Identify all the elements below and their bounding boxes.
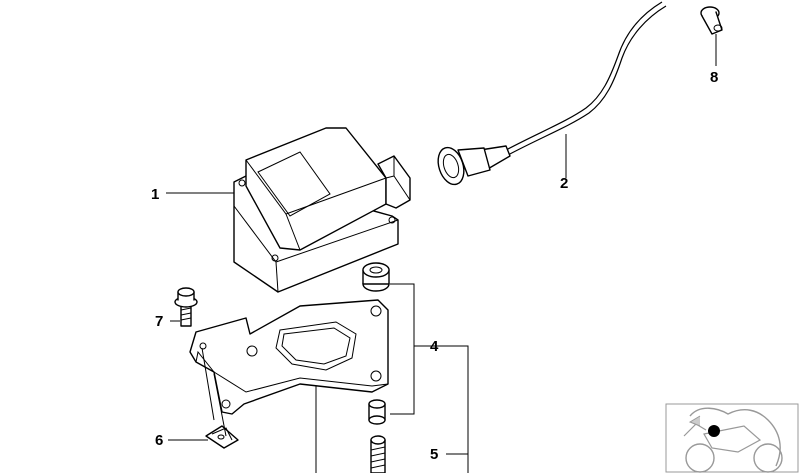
callout-5: 5 [430, 446, 438, 463]
washer-bolt-icon[interactable] [174, 287, 198, 327]
callout-7: 7 [155, 313, 163, 330]
bolt-icon[interactable] [370, 435, 386, 473]
spacer-sleeve-icon[interactable] [368, 399, 386, 425]
rubber-grommet-icon[interactable] [362, 262, 390, 292]
callout-4: 4 [430, 338, 439, 355]
location-marker [708, 425, 720, 437]
control-unit-icon[interactable] [233, 127, 411, 293]
expanding-rivet-icon[interactable] [700, 6, 723, 35]
mounting-bracket-icon[interactable] [189, 299, 389, 415]
callout-6: 6 [155, 432, 163, 449]
leader-lines [166, 34, 717, 473]
callout-1: 1 [151, 186, 159, 203]
callout-8: 8 [710, 69, 718, 86]
callout-2: 2 [560, 175, 568, 192]
motorcycle-thumbnail-icon[interactable] [665, 403, 799, 473]
clip-nut-icon[interactable] [205, 425, 239, 449]
sensor-cable-icon[interactable] [434, 1, 667, 188]
